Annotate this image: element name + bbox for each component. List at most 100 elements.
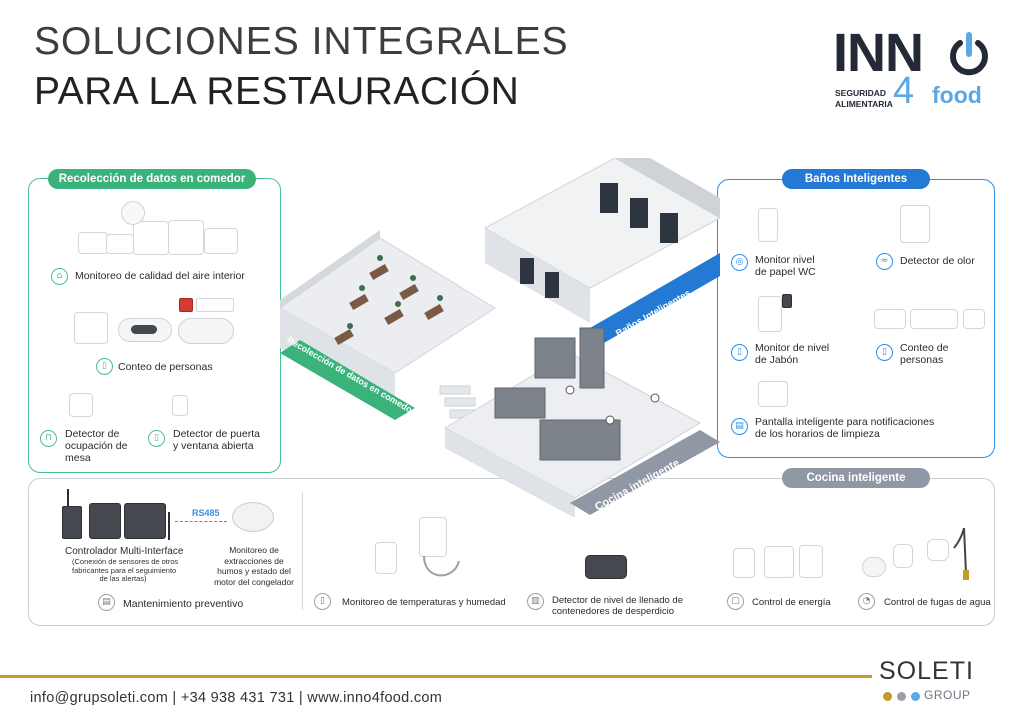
logo-tagline-1: SEGURIDAD xyxy=(835,88,887,98)
people-counter-lens xyxy=(131,325,157,334)
label-screen-1: Pantalla inteligente para notificaciones xyxy=(755,416,935,428)
soap-level-device xyxy=(758,296,782,332)
label-table-2: ocupación de xyxy=(65,440,128,452)
odor-detector-device xyxy=(900,205,930,243)
waste-level-device xyxy=(585,555,627,579)
logo-tagline: SEGURIDAD ALIMENTARIA xyxy=(835,88,893,110)
water-sensor-2 xyxy=(893,544,913,568)
person-counter-icon: ▯ xyxy=(876,344,893,361)
label-smoke-2: extracciones de xyxy=(224,555,284,566)
odor-icon: ≈ xyxy=(876,253,893,270)
label-soap-2: de Jabón xyxy=(755,354,799,366)
water-probe-cable xyxy=(953,528,969,580)
label-door-1: Detector de puerta xyxy=(173,428,260,440)
air-sensor-4 xyxy=(204,228,238,254)
smart-screen-device xyxy=(758,381,788,407)
table-icon: ⊓ xyxy=(40,430,57,447)
rs485-connector xyxy=(175,521,227,522)
label-temperature: Monitoreo de temperaturas y humedad xyxy=(342,597,506,608)
label-waste-1: Detector de nivel de llenado de xyxy=(552,595,683,606)
label-smoke-1: Monitoreo de xyxy=(229,545,279,555)
plug-icon: ▢ xyxy=(727,593,744,610)
logo-food-text: food xyxy=(932,82,982,108)
screen-icon: ▤ xyxy=(731,418,748,435)
pill-cocina: Cocina inteligente xyxy=(782,468,930,488)
energy-switch xyxy=(733,548,755,578)
label-smoke-3: humos y estado del xyxy=(217,566,291,576)
label-water: Control de fugas de agua xyxy=(884,597,991,608)
label-bath-count-1: Conteo de xyxy=(900,342,949,354)
air-sensor-display xyxy=(133,221,169,255)
soap-icon: ▯ xyxy=(731,344,748,361)
soap-level-probe xyxy=(782,294,792,308)
people-counter-square xyxy=(74,312,108,344)
label-paper-2: de papel WC xyxy=(755,266,816,278)
label-table-1: Detector de xyxy=(65,428,120,440)
label-soap-level: Monitor de nivel de Jabón xyxy=(755,342,829,366)
banner-comedor-shape xyxy=(280,340,415,420)
label-smart-screen: Pantalla inteligente para notificaciones… xyxy=(755,416,934,440)
people-counter-pill-2 xyxy=(178,318,234,344)
label-controller-note: (Conexión de sensores de otros fabricant… xyxy=(72,557,179,584)
label-controller: Controlador Multi-Interface xyxy=(65,546,184,557)
label-waste: Detector de nivel de llenado de contened… xyxy=(552,595,683,617)
title-line-2: PARA LA RESTAURACIÓN xyxy=(34,70,520,113)
label-air-quality: Monitoreo de calidad del aire interior xyxy=(75,270,245,282)
air-sensor-2 xyxy=(106,234,134,254)
comedor-wall-back xyxy=(280,230,380,308)
label-screen-2: de los horarios de limpieza xyxy=(755,428,880,440)
footer-contact: info@grupsoleti.com | +34 938 431 731 | … xyxy=(30,690,443,706)
table-sensor xyxy=(69,393,93,417)
soleti-dot-blue xyxy=(911,692,920,701)
label-door-window: Detector de puerta y ventana abierta xyxy=(173,428,260,452)
soleti-dot-gold xyxy=(883,692,892,701)
water-sensor-3 xyxy=(927,539,949,561)
award-badge-2 xyxy=(196,298,234,312)
label-smoke-monitor: Monitoreo de extracciones de humos y est… xyxy=(211,545,297,587)
banos-wall-front xyxy=(485,228,590,323)
title-line-1: SOLUCIONES INTEGRALES xyxy=(34,20,569,63)
label-table-occupancy: Detector de ocupación de mesa xyxy=(65,428,127,464)
controller-box-2 xyxy=(124,503,166,539)
label-bath-count: Conteo de personas xyxy=(900,342,948,366)
temp-probe-cable xyxy=(423,556,460,577)
label-controller-note-2: fabricantes para el seguimiento xyxy=(72,565,177,575)
label-bath-count-2: personas xyxy=(900,354,944,366)
temp-sensor-1 xyxy=(375,542,397,574)
controller-antenna-2 xyxy=(168,512,170,540)
controller-box-1 xyxy=(89,503,121,539)
label-odor: Detector de olor xyxy=(900,255,975,267)
pill-comedor: Recolección de datos en comedor xyxy=(48,169,256,189)
soleti-logo-text: SOLETI xyxy=(879,657,974,685)
label-maintenance: Mantenimiento preventivo xyxy=(123,598,244,610)
label-controller-note-1: (Conexión de sensores de otros xyxy=(72,557,179,566)
bath-counter-1 xyxy=(874,309,906,329)
label-soap-1: Monitor de nivel xyxy=(755,342,830,354)
door-sensor xyxy=(172,395,188,416)
cocina-wall-front xyxy=(445,428,575,518)
bin-icon: ▥ xyxy=(527,593,544,610)
label-paper-1: Monitor nivel xyxy=(755,254,815,266)
logo-inn-text: INN xyxy=(833,23,924,83)
comedor-floor xyxy=(280,237,496,374)
paper-level-device xyxy=(758,208,778,242)
logo-digit: 4 xyxy=(893,70,915,112)
water-sensor-1 xyxy=(862,557,886,577)
banner-cocina-shape xyxy=(570,430,720,515)
banos-wall-back xyxy=(615,158,720,218)
bath-counter-2 xyxy=(910,309,958,329)
pill-banos: Baños Inteligentes xyxy=(782,169,930,189)
restaurant-illustration xyxy=(280,158,720,518)
label-controller-note-3: de las alertas) xyxy=(99,574,147,583)
power-icon xyxy=(950,32,988,76)
controller-antenna xyxy=(67,489,69,507)
air-sensor-3 xyxy=(168,220,204,255)
label-energy: Control de energía xyxy=(752,597,831,608)
label-table-3: mesa xyxy=(65,452,91,464)
cocina-equipment xyxy=(494,327,621,461)
smoke-detector-device xyxy=(232,502,274,532)
label-people-count: Conteo de personas xyxy=(118,361,213,373)
door-icon: ▯ xyxy=(148,430,165,447)
air-sensor-round xyxy=(121,201,145,225)
